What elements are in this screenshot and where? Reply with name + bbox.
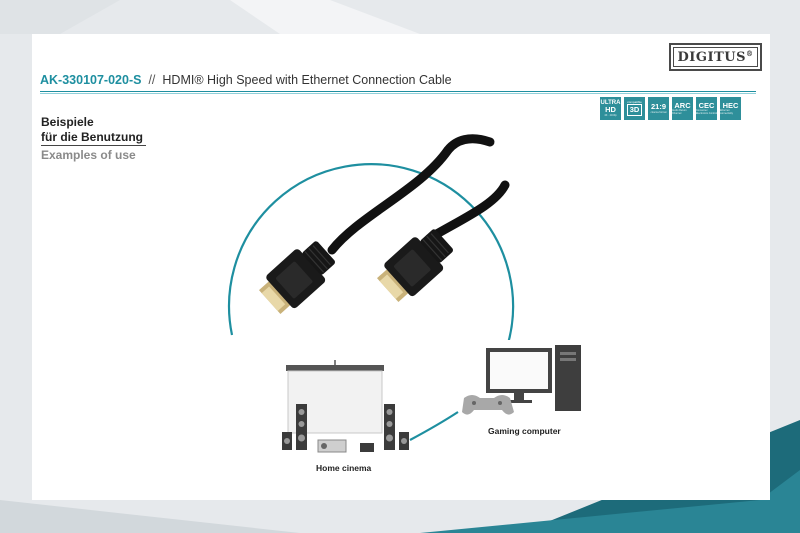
gaming-computer-label: Gaming computer xyxy=(488,426,561,436)
section-title-english: Examples of use xyxy=(41,148,136,162)
gaming-computer-icon xyxy=(462,340,590,420)
product-code: AK-330107-020-S xyxy=(40,73,142,87)
header-rule-light xyxy=(40,93,756,94)
teal-arc-lower xyxy=(409,411,459,441)
home-cinema-icon xyxy=(268,355,409,460)
hdmi-cable xyxy=(327,134,510,255)
digitus-logo: DIGITUS® xyxy=(669,43,762,71)
home-cinema-label: Home cinema xyxy=(316,463,372,473)
section-title-rule xyxy=(41,145,146,146)
hdmi-plug-right xyxy=(376,229,453,302)
section-title-german: Beispiele für die Benutzung xyxy=(41,115,143,144)
teal-arc xyxy=(227,163,515,409)
product-title: HDMI® High Speed with Ethernet Connectio… xyxy=(162,73,452,87)
logo-text: DIGITUS® xyxy=(677,48,754,66)
product-header: AK-330107-020-S // HDMI® High Speed with E… xyxy=(40,73,452,87)
header-separator: // xyxy=(148,73,156,87)
header-rule xyxy=(40,91,756,92)
hdmi-plug-left xyxy=(258,241,335,314)
